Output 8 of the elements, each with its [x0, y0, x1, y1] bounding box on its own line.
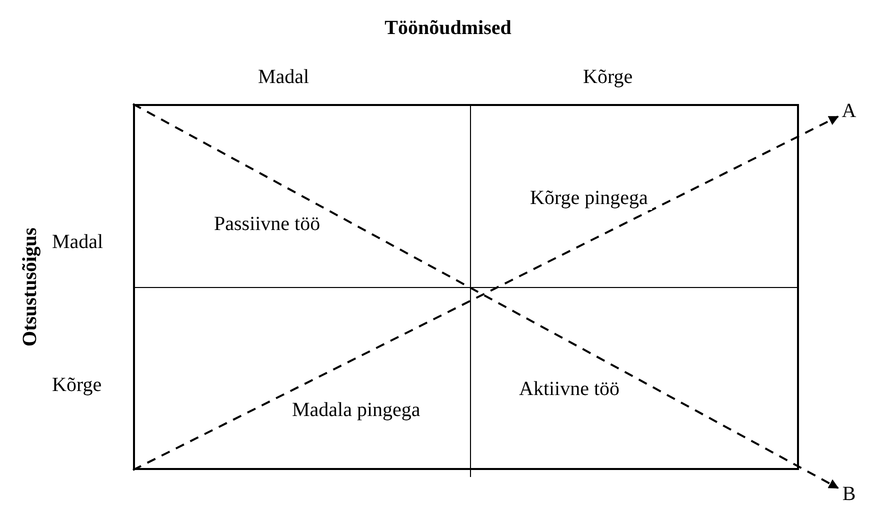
- axis-level-label: Madal: [52, 230, 104, 254]
- axis-title: Otsustusõigus: [18, 228, 42, 346]
- axis-level-label: Kõrge: [583, 65, 633, 89]
- axis-end-label: B: [838, 482, 860, 506]
- axis-level-label: Madal: [258, 65, 310, 89]
- axis-end-label: A: [838, 98, 860, 124]
- axis-title: Töönõudmised: [384, 17, 512, 39]
- axis-level-label: Kõrge: [52, 373, 102, 397]
